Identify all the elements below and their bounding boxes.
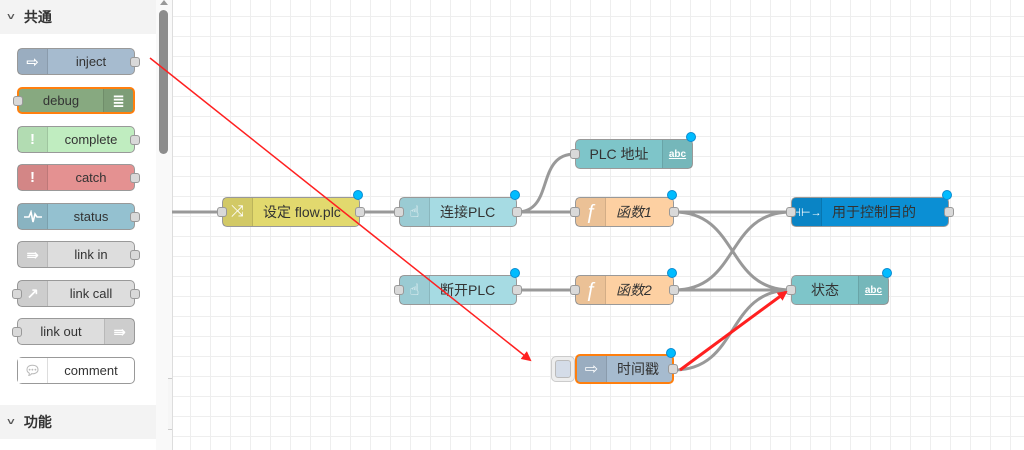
input-port[interactable]	[786, 207, 796, 217]
input-port[interactable]	[570, 207, 580, 217]
hand-pointer-icon: ☝︎	[400, 276, 430, 304]
exclamation-icon: !	[18, 127, 48, 152]
input-port[interactable]	[786, 285, 796, 295]
palette-category-common[interactable]: ˅ 共通	[0, 0, 156, 34]
node-label: 函数2	[616, 282, 652, 298]
palette-node-debug[interactable]: debug ≣	[13, 87, 135, 114]
flow-node-func1[interactable]: ƒ 函数1	[570, 190, 679, 227]
palette-node-inject[interactable]: ⇨ inject	[17, 48, 140, 75]
node-label: link out	[40, 324, 82, 339]
node-palette: ˅ 共通 ⇨ inject debug ≣ ! complete ! catch	[0, 0, 176, 450]
hand-pointer-icon: ☝︎	[400, 198, 430, 226]
flow-node-connect-plc[interactable]: ☝︎ 连接PLC	[394, 190, 522, 227]
chevron-down-icon: ˅	[7, 416, 15, 428]
node-label: debug	[42, 93, 80, 108]
node-label: link call	[69, 286, 113, 301]
node-label: status	[73, 209, 109, 224]
arrow-in-icon: ⇨	[18, 49, 48, 74]
changed-badge	[942, 190, 952, 200]
output-port	[130, 134, 140, 145]
changed-badge	[667, 268, 677, 278]
output-port[interactable]	[355, 207, 365, 217]
list-icon: ≣	[103, 89, 133, 112]
input-port[interactable]	[570, 285, 580, 295]
inject-trigger-button[interactable]	[551, 356, 575, 382]
input-port[interactable]	[570, 149, 580, 159]
shuffle-icon: ⤨	[223, 198, 253, 226]
output-port[interactable]	[669, 207, 679, 217]
node-label: inject	[75, 54, 107, 69]
palette-node-complete[interactable]: ! complete	[17, 126, 140, 153]
palette-node-status[interactable]: status	[17, 203, 140, 230]
pulse-icon	[18, 204, 48, 229]
node-label: comment	[64, 363, 118, 378]
abc-icon: abc	[662, 140, 692, 168]
chevron-down-icon: ˅	[7, 11, 15, 23]
exclamation-icon: !	[18, 165, 48, 190]
input-port	[13, 95, 23, 106]
node-label: 断开PLC	[440, 282, 496, 298]
palette-node-comment[interactable]: 💬︎ comment	[17, 357, 135, 384]
flow-node-disconnect-plc[interactable]: ☝︎ 断开PLC	[394, 268, 522, 305]
output-port[interactable]	[668, 364, 678, 374]
changed-badge	[353, 190, 363, 200]
link-in-icon: ⇛	[18, 242, 48, 267]
node-label: 用于控制目的	[832, 204, 916, 220]
node-label: PLC 地址	[589, 146, 649, 162]
node-label: link in	[74, 247, 108, 262]
link-io-icon: ⊣⊢→	[791, 198, 822, 226]
flow-node-func2[interactable]: ƒ 函数2	[570, 268, 679, 305]
flow-node-set-flow[interactable]: ⤨ 设定 flow.plc	[217, 190, 365, 227]
node-label: 状态	[811, 282, 839, 298]
input-port[interactable]	[394, 207, 404, 217]
function-icon: ƒ	[576, 198, 606, 226]
link-call-icon: ↗	[18, 281, 48, 306]
output-port[interactable]	[512, 285, 522, 295]
palette-node-link-call[interactable]: ↗ link call	[12, 280, 140, 307]
input-port[interactable]	[217, 207, 227, 217]
changed-badge	[510, 268, 520, 278]
output-port[interactable]	[512, 207, 522, 217]
palette-scrollbar-thumb[interactable]	[159, 10, 168, 154]
function-icon: ƒ	[576, 276, 606, 304]
category-label: 共通	[23, 9, 52, 25]
category-label: 功能	[23, 414, 52, 430]
output-port[interactable]	[669, 285, 679, 295]
flow-node-status[interactable]: 状态 abc	[786, 268, 892, 305]
node-label: 时间戳	[617, 361, 659, 377]
output-port	[130, 249, 140, 260]
palette-node-link-out[interactable]: link out ⇛	[12, 318, 135, 345]
output-port	[130, 211, 140, 222]
speech-bubble-icon: 💬︎	[18, 358, 48, 383]
changed-badge	[882, 268, 892, 278]
scroll-up-arrow-icon[interactable]	[160, 0, 168, 5]
changed-badge	[510, 190, 520, 200]
input-port[interactable]	[394, 285, 404, 295]
palette-node-link-in[interactable]: ⇛ link in	[17, 241, 140, 268]
node-label: 函数1	[616, 204, 652, 220]
palette-node-catch[interactable]: ! catch	[17, 164, 140, 191]
output-port	[130, 56, 140, 67]
changed-badge	[667, 190, 677, 200]
node-label: 设定 flow.plc	[263, 204, 341, 220]
abc-icon: abc	[858, 276, 888, 304]
node-label: catch	[75, 170, 107, 185]
changed-badge	[686, 132, 696, 142]
flow-node-control[interactable]: ⊣⊢→ 用于控制目的	[786, 190, 954, 227]
flow-node-plc-address[interactable]: PLC 地址 abc	[570, 132, 696, 169]
input-port	[12, 326, 22, 337]
node-label: complete	[64, 132, 118, 147]
output-port[interactable]	[944, 207, 954, 217]
node-label: 连接PLC	[440, 204, 496, 220]
output-port	[130, 288, 140, 299]
arrow-in-icon: ⇨	[577, 356, 607, 382]
flow-node-timestamp[interactable]: ⇨ 时间戳	[575, 348, 678, 384]
palette-category-function[interactable]: ˅ 功能	[0, 405, 156, 439]
changed-badge	[666, 348, 676, 358]
output-port	[130, 172, 140, 183]
link-out-icon: ⇛	[104, 319, 134, 344]
input-port	[12, 288, 22, 299]
